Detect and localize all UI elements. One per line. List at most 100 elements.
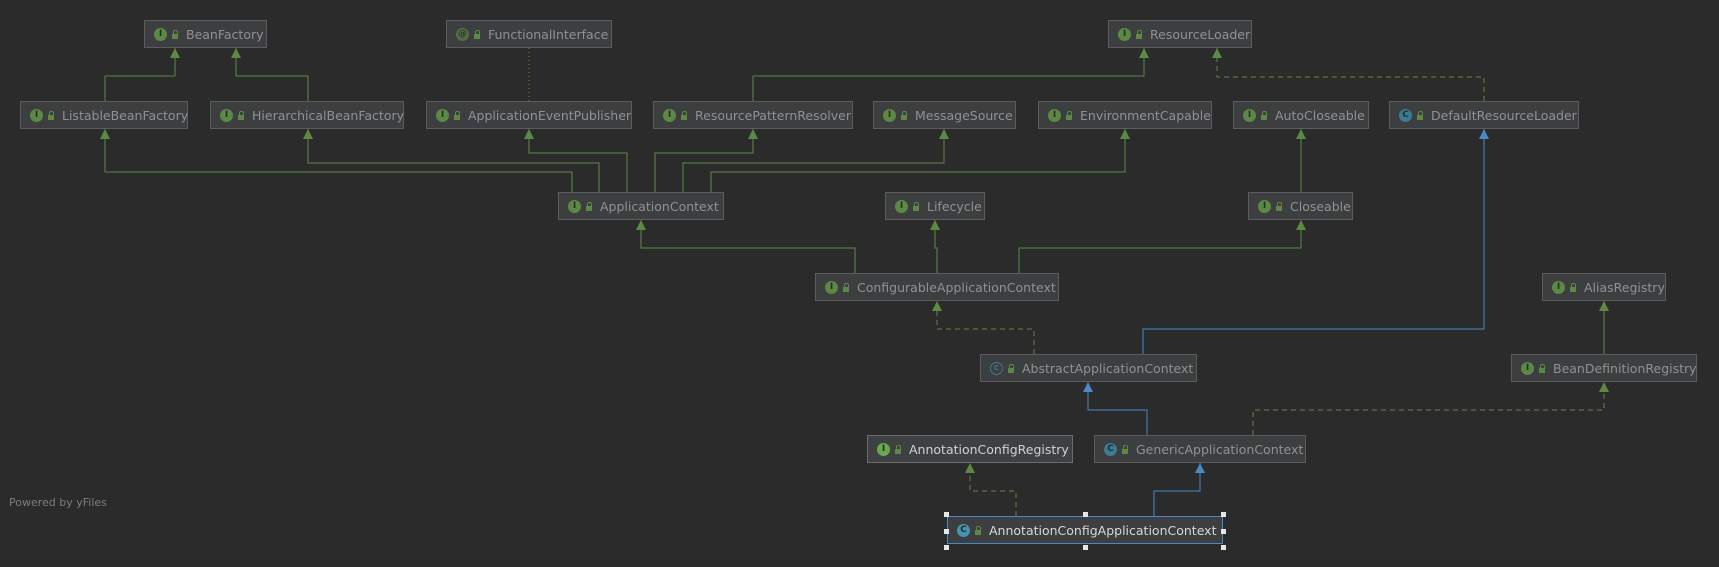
node-application-event-publisher[interactable]: I ApplicationEventPublisher: [426, 101, 632, 129]
arrowhead-icon: [100, 129, 110, 139]
node-resource-pattern-resolver[interactable]: I ResourcePatternResolver: [653, 101, 853, 129]
interface-icon: I: [877, 442, 890, 456]
public-access-icon: [453, 110, 461, 120]
edge-DefaultResourceLoader-to-ResourceLoader: [1212, 48, 1485, 101]
public-access-icon: [842, 282, 850, 292]
interface-icon: I: [1243, 108, 1256, 122]
node-label: FunctionalInterface: [488, 26, 609, 42]
public-access-icon: [680, 110, 688, 120]
arrowhead-icon: [524, 129, 534, 139]
interface-icon: I: [883, 108, 896, 122]
arrowhead-icon: [748, 129, 758, 139]
interface-icon: I: [1521, 361, 1534, 375]
interface-icon: I: [1118, 27, 1131, 41]
node-label: ConfigurableApplicationContext: [857, 279, 1056, 295]
interface-icon: I: [1048, 108, 1061, 122]
interface-icon: I: [1258, 199, 1271, 213]
edge-AnnotationConfigApplicationContext-to-GenericApplicationContext: [1153, 463, 1205, 516]
interface-icon: I: [1552, 280, 1565, 294]
node-listable-bean-factory[interactable]: I ListableBeanFactory: [20, 101, 188, 129]
interface-icon: I: [663, 108, 676, 122]
resize-handle[interactable]: [1082, 545, 1088, 550]
node-label: ResourceLoader: [1150, 26, 1251, 42]
node-configurable-application-context[interactable]: I ConfigurableApplicationContext: [815, 273, 1059, 301]
edge-ConfigurableApplicationContext-to-Lifecycle: [930, 220, 940, 273]
arrowhead-icon: [1083, 382, 1093, 392]
edge-ResourcePatternResolver-to-ResourceLoader: [752, 48, 1149, 101]
annotation-icon: @: [456, 27, 469, 41]
arrowhead-icon: [1195, 463, 1205, 473]
arrowhead-icon: [932, 301, 942, 311]
edge-ApplicationContext-to-ApplicationEventPublisher: [524, 129, 628, 192]
edge-ConfigurableApplicationContext-to-ApplicationContext: [636, 220, 856, 273]
interface-icon: I: [154, 27, 167, 41]
public-access-icon: [1260, 110, 1268, 120]
node-functional-interface[interactable]: @ FunctionalInterface: [446, 20, 612, 48]
node-label: ApplicationEventPublisher: [468, 107, 632, 123]
node-label: ApplicationContext: [600, 198, 719, 214]
edge-Closeable-to-AutoCloseable: [1296, 129, 1306, 192]
node-environment-capable[interactable]: I EnvironmentCapable: [1038, 101, 1212, 129]
arrowhead-icon: [170, 48, 180, 58]
arrowhead-icon: [1599, 301, 1609, 311]
class-icon: C: [957, 523, 970, 537]
edge-ApplicationContext-to-ResourcePatternResolver: [654, 129, 758, 192]
resize-handle[interactable]: [944, 545, 949, 550]
node-abstract-application-context[interactable]: C AbstractApplicationContext: [980, 354, 1197, 382]
edge-ApplicationContext-to-HierarchicalBeanFactory: [303, 129, 600, 192]
arrowhead-icon: [636, 220, 646, 230]
edge-GenericApplicationContext-to-AbstractApplicationContext: [1083, 382, 1148, 435]
resize-handle[interactable]: [1221, 545, 1226, 550]
powered-by-label: Powered by yFiles: [9, 496, 107, 509]
node-label: AnnotationConfigRegistry: [909, 441, 1069, 457]
node-annotation-config-registry[interactable]: I AnnotationConfigRegistry: [867, 435, 1073, 463]
resize-handle[interactable]: [1082, 512, 1088, 517]
public-access-icon: [1121, 444, 1129, 454]
arrowhead-icon: [1296, 129, 1306, 139]
public-access-icon: [1538, 363, 1546, 373]
node-annotation-config-application-context[interactable]: C AnnotationConfigApplicationContext: [947, 516, 1223, 544]
node-resource-loader[interactable]: I ResourceLoader: [1108, 20, 1252, 48]
interface-icon: I: [436, 108, 449, 122]
public-access-icon: [974, 525, 982, 535]
public-access-icon: [1416, 110, 1424, 120]
public-access-icon: [1065, 110, 1073, 120]
edge-AbstractApplicationContext-to-DefaultResourceLoader: [1142, 129, 1489, 354]
arrowhead-icon: [1139, 48, 1149, 58]
abstract-class-icon: C: [990, 361, 1003, 375]
arrowhead-icon: [1599, 382, 1609, 392]
node-label: AbstractApplicationContext: [1022, 360, 1194, 376]
resize-handle[interactable]: [944, 512, 949, 517]
interface-icon: I: [30, 108, 43, 122]
node-label: Lifecycle: [927, 198, 982, 214]
node-label: EnvironmentCapable: [1080, 107, 1211, 123]
node-label: GenericApplicationContext: [1136, 441, 1304, 457]
node-label: BeanFactory: [186, 26, 264, 42]
node-bean-factory[interactable]: I BeanFactory: [144, 20, 267, 48]
public-access-icon: [894, 444, 902, 454]
node-label: ListableBeanFactory: [62, 107, 189, 123]
public-access-icon: [1135, 29, 1143, 39]
interface-icon: I: [825, 280, 838, 294]
node-label: AutoCloseable: [1275, 107, 1365, 123]
edge-ApplicationContext-to-EnvironmentCapable: [710, 129, 1130, 192]
resize-handle[interactable]: [944, 528, 949, 534]
resize-handle[interactable]: [1221, 528, 1226, 534]
edge-HierarchicalBeanFactory-to-BeanFactory: [231, 48, 309, 101]
node-auto-closeable[interactable]: I AutoCloseable: [1233, 101, 1369, 129]
edge-ListableBeanFactory-to-BeanFactory: [104, 48, 180, 101]
node-label: ResourcePatternResolver: [695, 107, 851, 123]
resize-handle[interactable]: [1221, 512, 1226, 517]
node-label: AnnotationConfigApplicationContext: [989, 522, 1217, 538]
